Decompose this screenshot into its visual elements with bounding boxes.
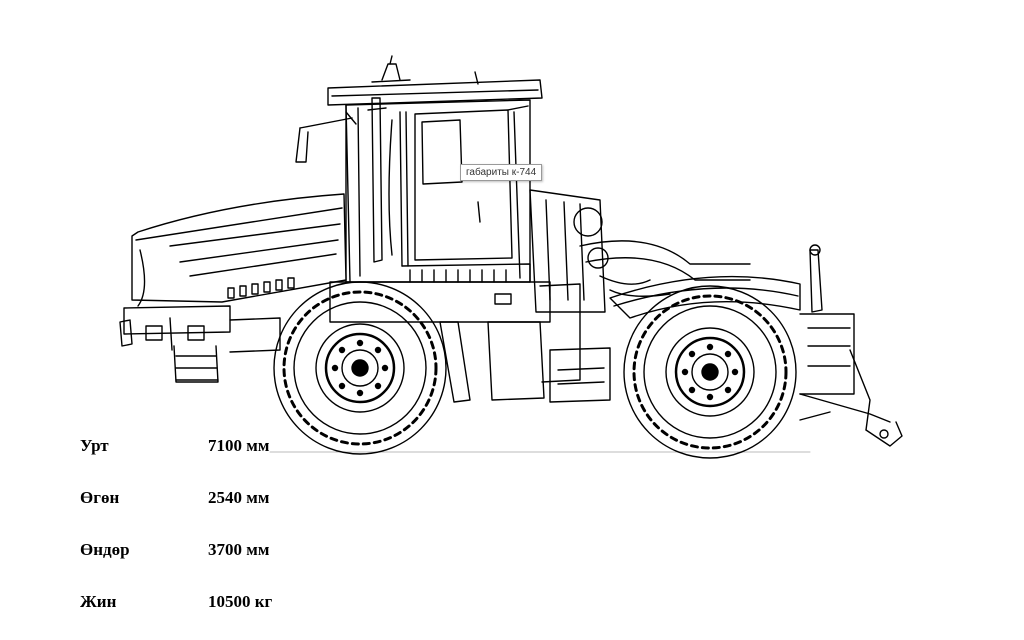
spec-value: 7100 мм — [208, 436, 270, 455]
front-frame — [120, 306, 280, 382]
side-mirror — [296, 112, 356, 162]
front-wheel — [274, 282, 446, 454]
spec-label: Жин — [80, 592, 117, 611]
spec-label: Урт — [80, 436, 109, 455]
spec-label: Өндөр — [80, 540, 130, 559]
spec-row-length: Урт 7100 мм — [80, 436, 400, 460]
spec-value: 3700 мм — [208, 540, 270, 559]
spec-label: Өгөн — [80, 488, 120, 507]
spec-value: 2540 мм — [208, 488, 270, 507]
spec-row-height: Өндөр 3700 мм — [80, 540, 400, 564]
exhaust-pipe — [368, 98, 386, 262]
image-tooltip: габариты к-744 — [460, 164, 543, 181]
rear-wheel — [624, 286, 796, 458]
spec-row-weight: Жин 10500 кг — [80, 592, 400, 616]
engine-hood — [132, 194, 346, 306]
cab — [328, 56, 542, 282]
tractor-drawing — [110, 50, 910, 460]
spec-value: 10500 кг — [208, 592, 273, 611]
hydraulics — [530, 190, 750, 312]
spec-row-width: Өгөн 2540 мм — [80, 488, 400, 512]
rear-hitch — [800, 245, 902, 446]
